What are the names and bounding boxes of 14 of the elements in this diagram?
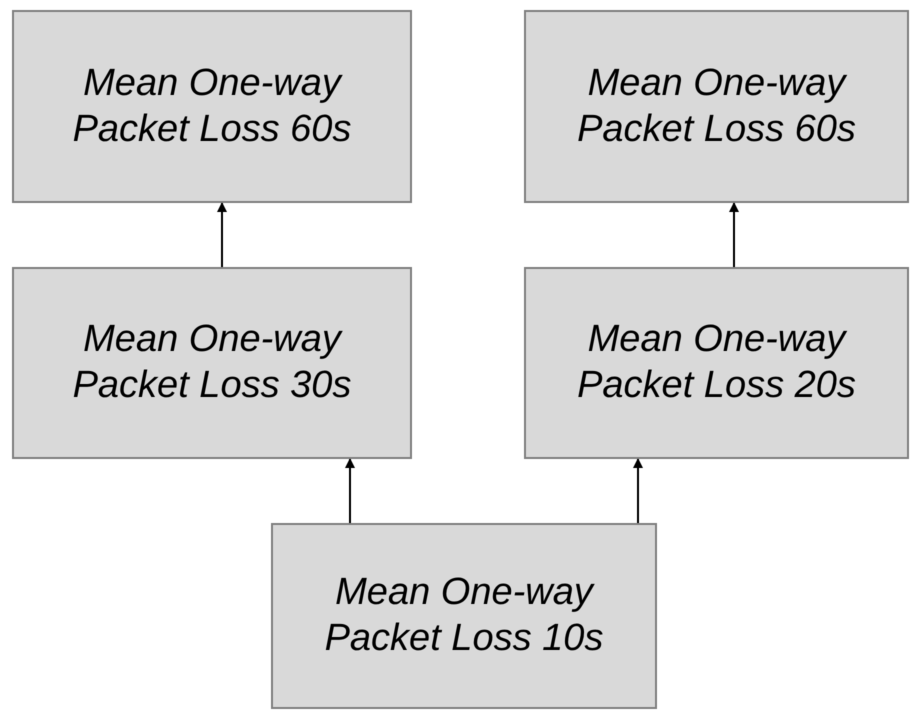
process-box	[12, 10, 412, 203]
box-label: Mean One-way Packet Loss 60s	[72, 60, 352, 152]
process-box	[12, 267, 412, 459]
arrow	[729, 202, 739, 267]
process-box	[524, 10, 909, 203]
arrow	[633, 458, 643, 523]
arrow	[217, 202, 227, 267]
box-label: Mean One-way Packet Loss 10s	[324, 570, 604, 661]
box-label: Mean One-way Packet Loss 20s	[576, 317, 857, 408]
arrow	[345, 458, 355, 523]
process-box	[271, 523, 657, 709]
process-box	[524, 267, 909, 459]
box-label: Mean One-way Packet Loss 60s	[576, 60, 857, 152]
box-label: Mean One-way Packet Loss 30s	[72, 317, 352, 408]
